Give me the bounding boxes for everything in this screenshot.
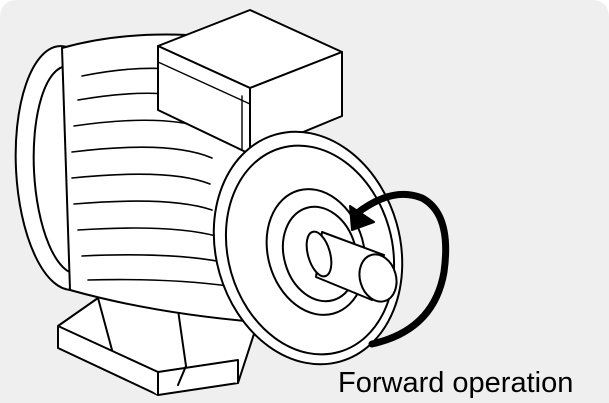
rotation-caption: Forward operation xyxy=(338,367,574,399)
output-shaft xyxy=(305,230,398,303)
terminal-box xyxy=(157,9,343,155)
rotation-arrow xyxy=(349,190,450,348)
